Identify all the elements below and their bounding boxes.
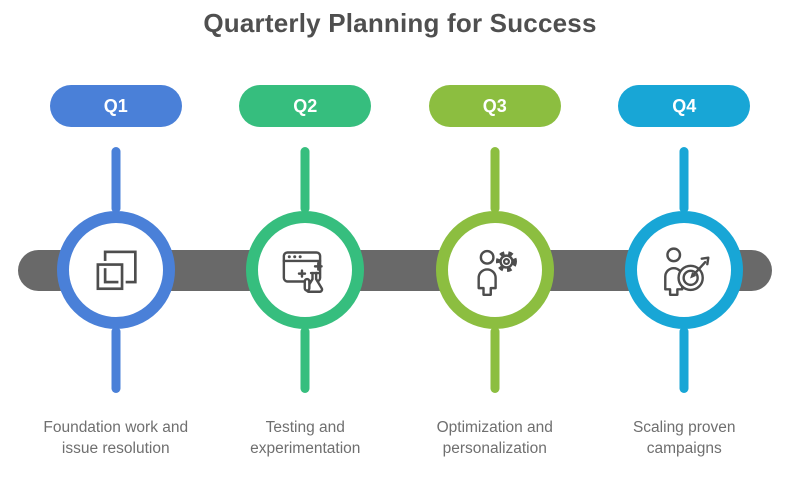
person-gear-icon xyxy=(466,241,524,299)
q3-connector-top xyxy=(490,147,500,213)
q3-description: Optimization and personalization xyxy=(436,419,553,458)
quarter-column-q2: Q2 xyxy=(211,0,401,480)
q2-badge: Q2 xyxy=(239,85,372,127)
quarter-column-q1: Q1 Foundation work and issue resolution xyxy=(21,0,211,480)
q1-connector-bottom xyxy=(111,327,121,393)
q3-node-circle xyxy=(435,211,554,329)
q2-node-circle xyxy=(246,211,365,329)
q1-node-circle xyxy=(56,211,175,329)
q4-connector-bottom xyxy=(679,327,689,393)
q4-description: Scaling proven campaigns xyxy=(632,419,736,458)
q3-connector-bottom xyxy=(490,327,500,393)
q4-badge: Q4 xyxy=(618,85,751,127)
q1-connector-top xyxy=(111,147,121,213)
page-title: Quarterly Planning for Success xyxy=(203,8,597,38)
quarter-columns: Q1 Foundation work and issue resolution … xyxy=(21,0,779,480)
q1-description: Foundation work and issue resolution xyxy=(43,419,189,458)
quarter-column-q3: Q3 Optimization and personalization xyxy=(400,0,590,480)
browser-experiment-icon xyxy=(276,241,334,299)
person-target-icon xyxy=(655,241,713,299)
q1-badge: Q1 xyxy=(49,85,182,127)
q4-node-circle xyxy=(625,211,744,329)
q3-badge: Q3 xyxy=(428,85,561,127)
quarter-column-q4: Q4 Scaling proven campaigns xyxy=(590,0,780,480)
q2-connector-bottom xyxy=(300,327,310,393)
q4-connector-top xyxy=(679,147,689,213)
q2-description: Testing and experimentation xyxy=(250,419,361,458)
overlapping-squares-icon xyxy=(87,241,145,299)
q2-connector-top xyxy=(300,147,310,213)
